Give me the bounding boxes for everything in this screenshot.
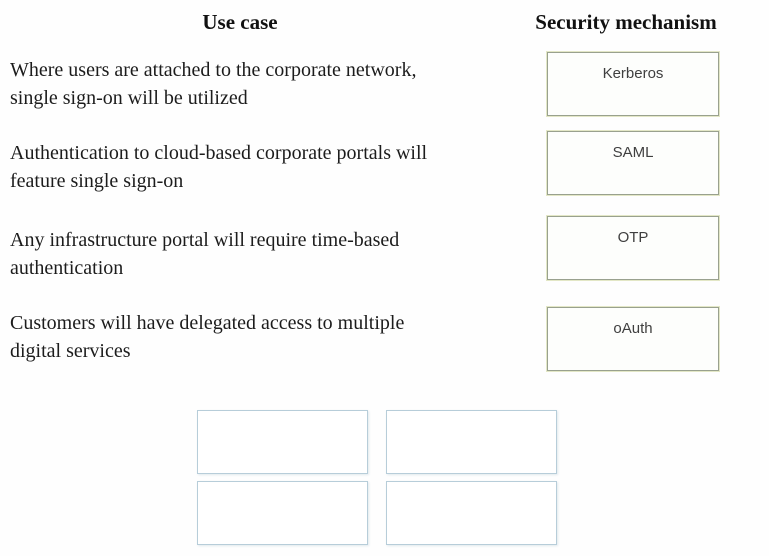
drop-target-1[interactable] [197, 410, 368, 474]
use-case-2-line-1: Authentication to cloud-based corporate … [10, 142, 428, 164]
use-case-1-line-1: Where users are attached to the corporat… [10, 59, 417, 81]
use-case-text-2: Authentication to cloud-based corporate … [10, 139, 510, 195]
use-case-3-line-1: Any infrastructure portal will require t… [10, 229, 400, 251]
use-case-4-line-1: Customers will have delegated access to … [10, 312, 405, 334]
use-case-text-3: Any infrastructure portal will require t… [10, 226, 510, 282]
drop-target-2[interactable] [386, 410, 557, 474]
mechanism-box-saml[interactable]: SAML [547, 131, 719, 195]
drop-target-4[interactable] [386, 481, 557, 545]
use-case-4-line-2: digital services [10, 340, 131, 362]
security-mechanism-column-header: Security mechanism [535, 10, 717, 34]
use-case-column-header: Use case [202, 10, 278, 34]
use-case-text-1: Where users are attached to the corporat… [10, 56, 510, 112]
mechanism-box-oauth[interactable]: oAuth [547, 307, 719, 371]
use-case-1-line-2: single sign-on will be utilized [10, 87, 248, 109]
mechanism-box-otp[interactable]: OTP [547, 216, 719, 280]
use-case-3-line-2: authentication [10, 257, 124, 279]
use-case-2-line-2: feature single sign-on [10, 170, 184, 192]
use-case-text-4: Customers will have delegated access to … [10, 309, 510, 365]
drop-target-3[interactable] [197, 481, 368, 545]
mechanism-box-kerberos[interactable]: Kerberos [547, 52, 719, 116]
